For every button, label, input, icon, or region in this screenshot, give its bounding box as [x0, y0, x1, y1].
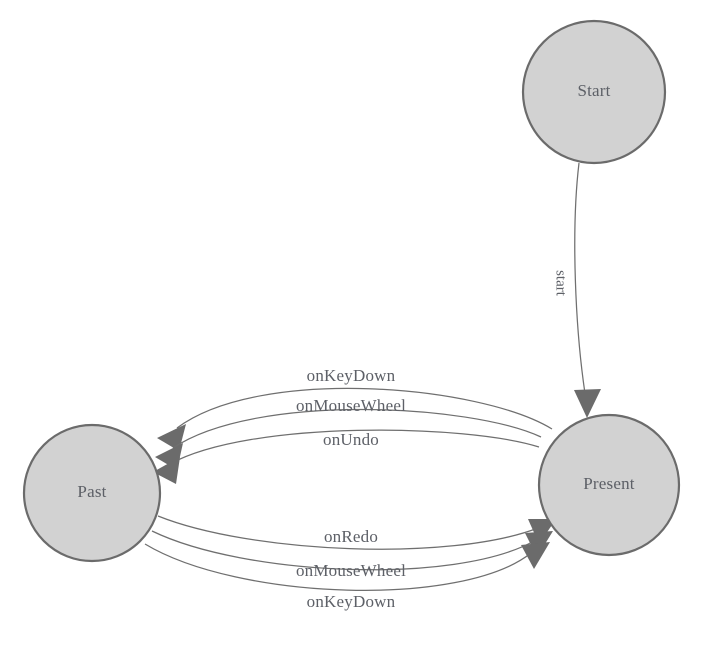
nodes-layer: Start Past Present	[22, 19, 681, 563]
node-past-circle[interactable]	[22, 423, 162, 563]
edge-path-past-present-3	[144, 543, 532, 591]
arrowhead-start-present	[574, 389, 601, 418]
node-start-label: Start	[577, 81, 610, 100]
node-past-label: Past	[77, 482, 106, 501]
edge-label-present-past-3: onUndo	[323, 430, 379, 449]
edge-past-to-present-onredo[interactable]: onRedo	[157, 515, 556, 550]
edge-label-past-present-3: onKeyDown	[307, 592, 396, 611]
edge-label-present-past-1: onKeyDown	[307, 366, 396, 385]
node-past[interactable]: Past	[22, 423, 162, 563]
edge-label-present-past-2: onMouseWheel	[296, 396, 406, 415]
node-start[interactable]: Start	[521, 19, 667, 165]
edge-label-start: start	[553, 270, 569, 297]
edge-label-past-present-2: onMouseWheel	[296, 561, 406, 580]
edge-path-start-present	[574, 162, 587, 401]
edge-path-present-past-1	[176, 387, 553, 430]
edge-path-past-present-1	[157, 515, 539, 550]
arrowhead-present-past-3	[153, 457, 180, 484]
edge-path-past-present-2	[151, 530, 535, 571]
arrowhead-past-present-1	[528, 519, 556, 544]
edge-past-to-present-onkeydown[interactable]: onKeyDown	[144, 542, 550, 611]
edge-path-present-past-2	[172, 408, 542, 449]
edge-start-to-present[interactable]: start	[553, 162, 601, 418]
node-present-label: Present	[583, 474, 635, 493]
node-present-circle[interactable]	[537, 413, 681, 557]
edge-present-to-past-onundo[interactable]: onUndo	[153, 429, 540, 484]
arrowhead-past-present-3	[521, 542, 550, 569]
edge-label-past-present-1: onRedo	[324, 527, 378, 546]
edges-layer: start onKeyDown onMouseWheel onUndo	[144, 162, 601, 611]
node-start-circle[interactable]	[521, 19, 667, 165]
node-present[interactable]: Present	[537, 413, 681, 557]
edge-path-present-past-3	[169, 429, 540, 465]
